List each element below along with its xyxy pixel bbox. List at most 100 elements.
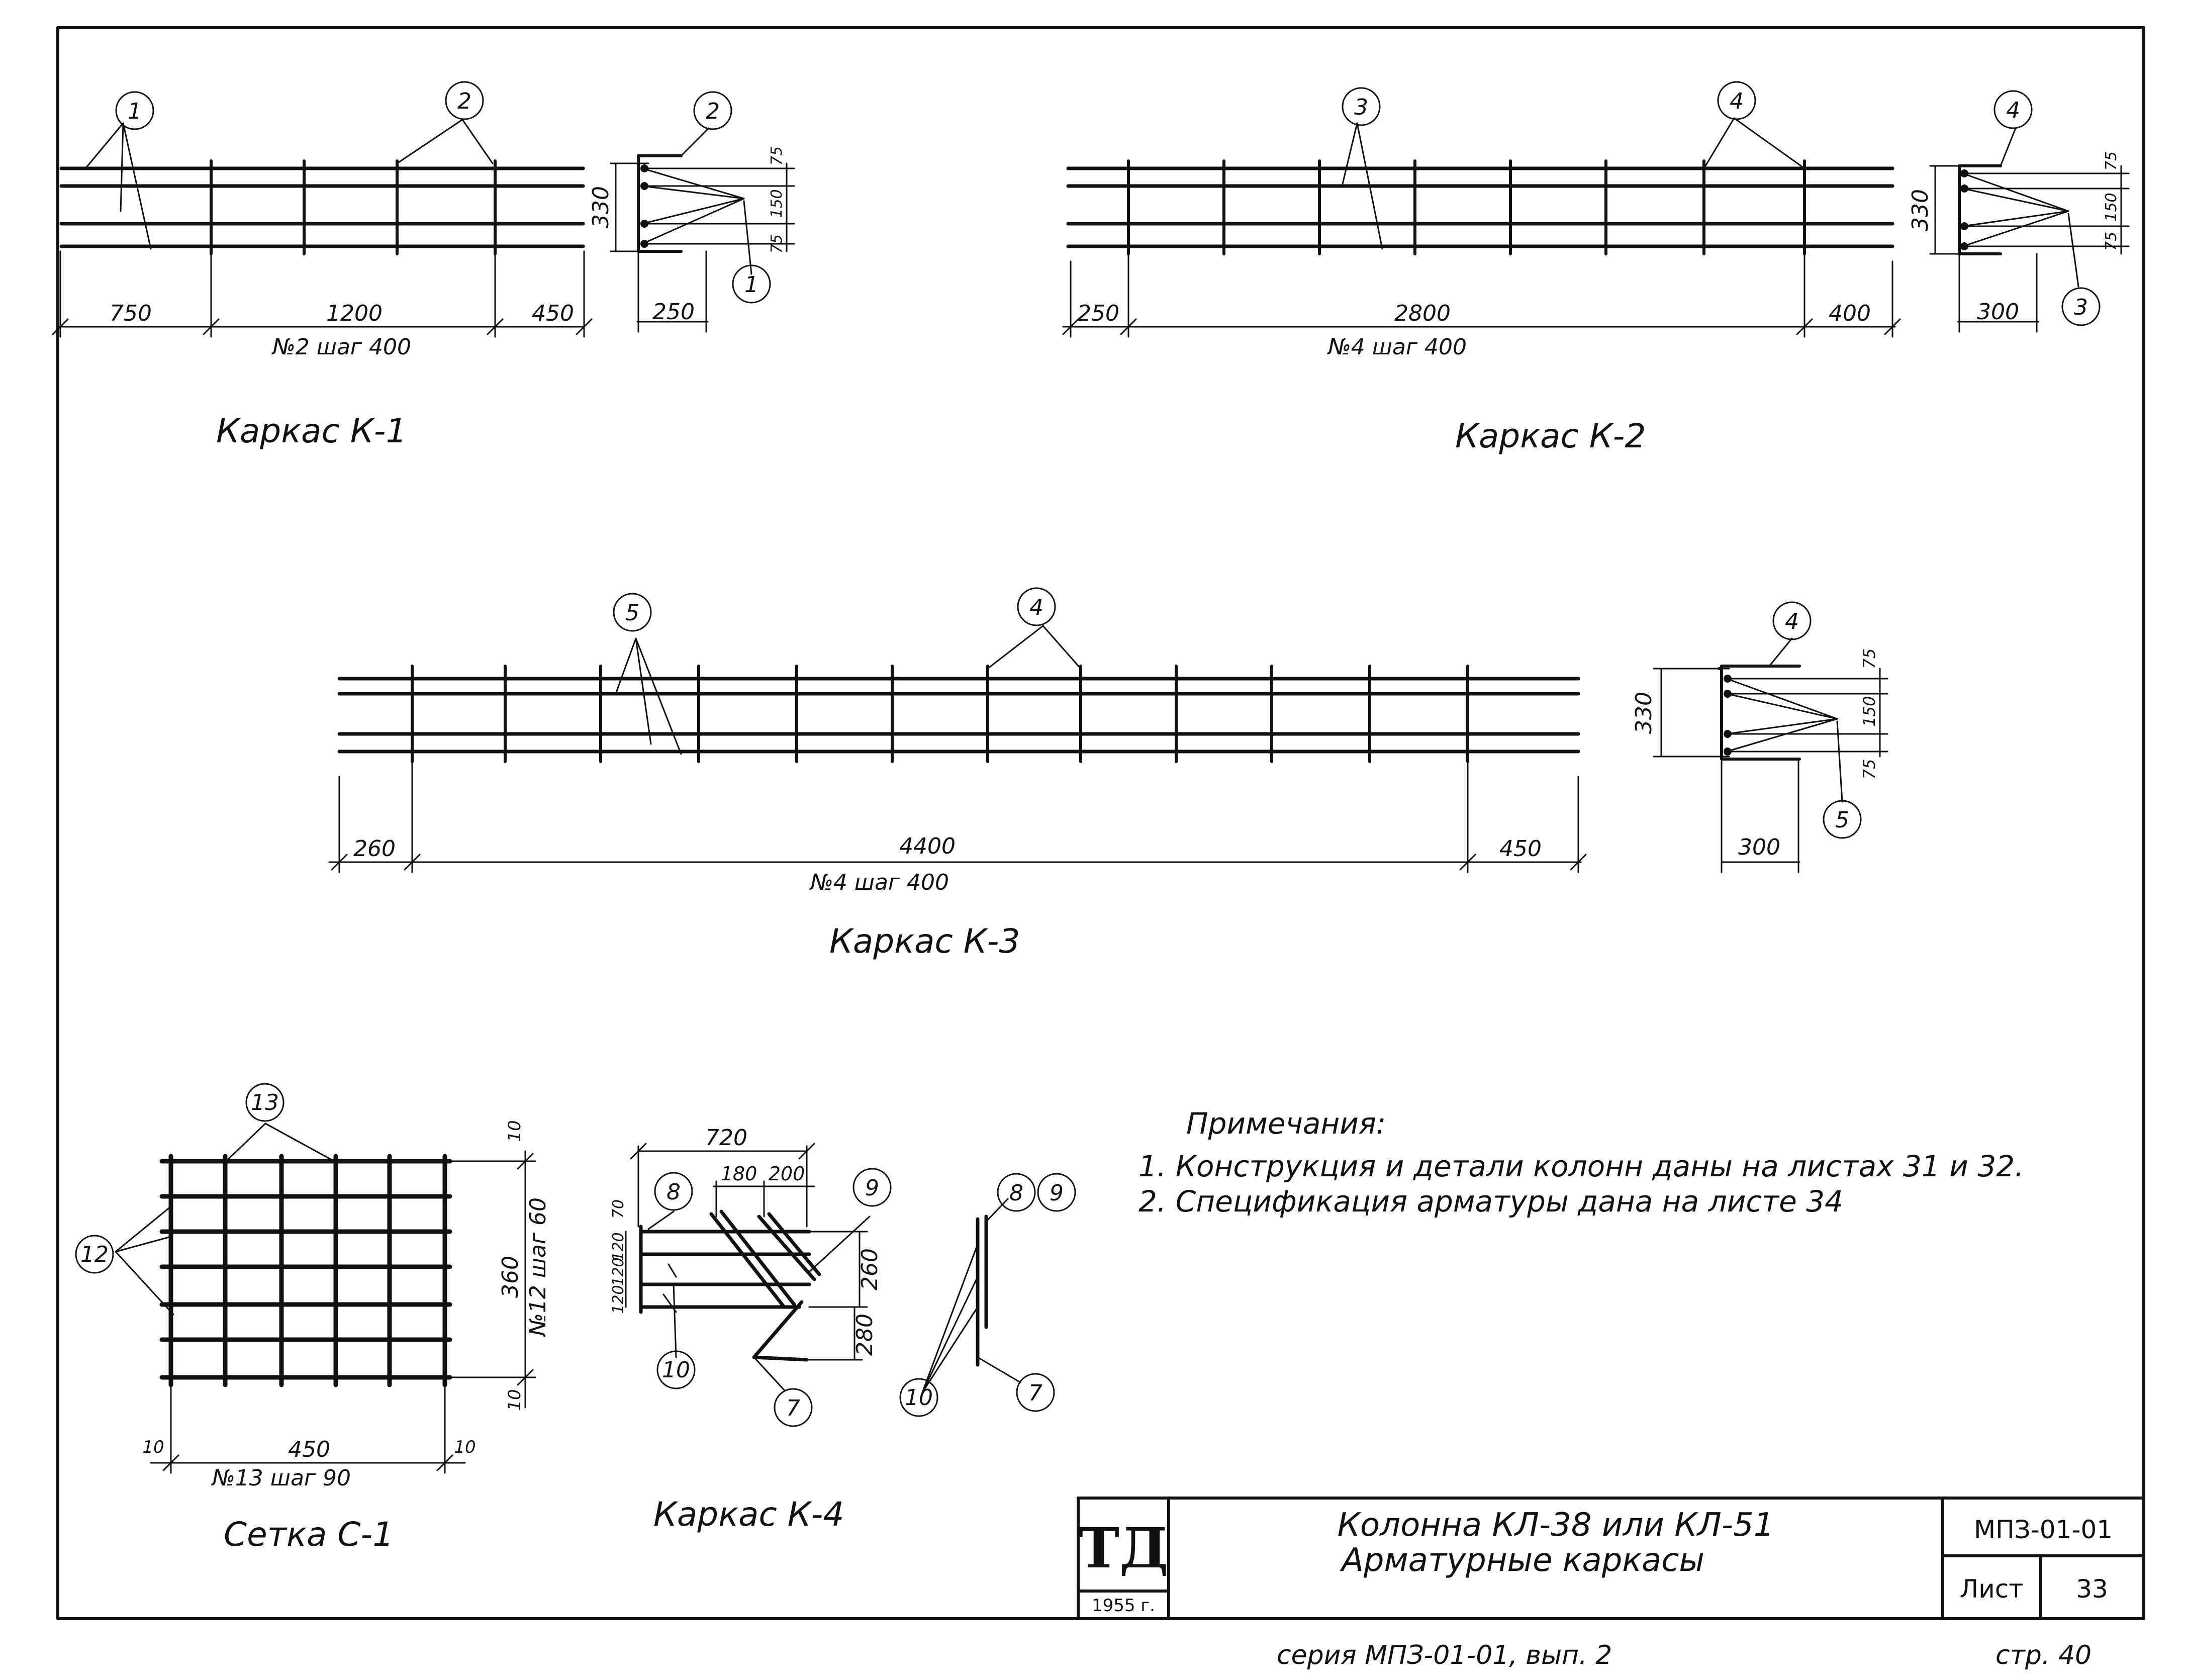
- k3-dim-4400: 4400: [899, 833, 956, 859]
- k3-dim-150: 150: [1860, 696, 1879, 726]
- svg-text:9: 9: [865, 1175, 879, 1201]
- svg-text:12: 12: [80, 1242, 109, 1267]
- k1-dim-330: 330: [588, 186, 614, 228]
- k4-dim-120b: 120: [610, 1257, 627, 1286]
- mark-3: 3: [2061, 287, 2101, 326]
- k1-dim-75b: 75: [768, 234, 786, 253]
- frame-k1: 750 1200 450 №2 шаг 400 330 250 75 150 7…: [52, 119, 795, 360]
- c1-dim-10-right: 10: [454, 1437, 476, 1457]
- year-label: 1955 г.: [1092, 1596, 1155, 1616]
- k3-dim-330: 330: [1631, 692, 1657, 734]
- mark-2: 2: [693, 91, 732, 130]
- k1-dimension-lines: [52, 165, 593, 338]
- position-marks: 1 2 2 1 3 4 4 3 5 4 4 5 13 12 8 9 10 7 8…: [75, 81, 2101, 1427]
- mark-1: 1: [732, 264, 771, 304]
- frame-k3: 260 4400 450 №4 шаг 400 330 300 75 150 7…: [328, 625, 1888, 895]
- c1-dim-450: 450: [288, 1437, 330, 1462]
- caption-k1: Каркас К-1: [216, 412, 407, 450]
- svg-text:4: 4: [1029, 595, 1043, 620]
- k3-longitudinal-bars: [337, 677, 1580, 754]
- k2-dim-75a: 75: [2103, 151, 2120, 170]
- k3-spec: №4 шаг 400: [809, 870, 949, 895]
- svg-text:10: 10: [662, 1357, 690, 1383]
- mark-7: 7: [774, 1388, 813, 1427]
- c1-spec-x: №13 шаг 90: [211, 1465, 351, 1491]
- k4-dim-120a: 120: [610, 1232, 627, 1261]
- mark-1: 1: [115, 91, 154, 130]
- caption-k2: Каркас К-2: [1455, 417, 1646, 455]
- mark-4: 4: [1993, 90, 2033, 129]
- k4-dim-280: 280: [852, 1314, 878, 1356]
- mark-3: 3: [1342, 87, 1381, 126]
- k2-dim-2800: 2800: [1394, 301, 1451, 326]
- mark-5: 5: [613, 593, 652, 632]
- c1-mesh-grid: [159, 1154, 452, 1387]
- svg-text:5: 5: [1835, 807, 1849, 833]
- k2-dim-400: 400: [1829, 301, 1871, 326]
- k2-longitudinal-bars: [1066, 166, 1894, 248]
- publisher-logo: ТД: [1078, 1516, 1169, 1580]
- footer-page: стр. 40: [1996, 1640, 2092, 1670]
- sheet-number: 33: [2076, 1574, 2108, 1604]
- svg-text:2: 2: [457, 88, 471, 114]
- k1-dim-150: 150: [768, 189, 786, 218]
- mark-5: 5: [1823, 800, 1862, 839]
- k2-leaders: [1341, 117, 1806, 250]
- k3-section-dots: [1724, 675, 1732, 756]
- k1-dim-250: 250: [652, 299, 695, 325]
- svg-text:2: 2: [706, 99, 720, 124]
- svg-text:7: 7: [786, 1395, 800, 1421]
- series-code: МПЗ-01-01: [1974, 1515, 2113, 1544]
- svg-text:8: 8: [1009, 1180, 1023, 1206]
- k2-section-lines: [1929, 127, 2130, 333]
- c1-dim-360: 360: [498, 1256, 523, 1298]
- mark-4: 4: [1717, 81, 1756, 120]
- k1-longitudinal-bars: [59, 166, 585, 248]
- caption-k4: Каркас К-4: [653, 1495, 844, 1534]
- k3-dim-260: 260: [353, 836, 396, 862]
- k3-dim-75a: 75: [1860, 648, 1879, 669]
- k4-dim-120c: 120: [610, 1285, 627, 1314]
- frame-k4: 720 180 200 70 120 120 120 260 280: [610, 1125, 1021, 1393]
- title-block: ТД 1955 г. Колонна КЛ-38 или КЛ-51 Армат…: [1077, 1497, 2145, 1620]
- k4-dim-180: 180: [721, 1163, 757, 1185]
- k1-dim-75a: 75: [768, 146, 786, 165]
- k4-side-view: [976, 1215, 988, 1367]
- k2-spec: №4 шаг 400: [1326, 334, 1467, 360]
- c1-dim-10-bottom: 10: [505, 1389, 525, 1411]
- k1-section-dots: [640, 164, 648, 248]
- mark-12: 12: [75, 1235, 114, 1274]
- k4-side-leaders: [921, 1198, 1021, 1393]
- k3-dim-75b: 75: [1860, 759, 1879, 780]
- k3-transverse-bars: [411, 665, 1469, 763]
- k1-section: [637, 154, 683, 253]
- footer-series: серия МПЗ-01-01, вып. 2: [1277, 1640, 1612, 1670]
- title-line-1: Колонна КЛ-38 или КЛ-51: [1338, 1507, 1774, 1544]
- k2-dim-330: 330: [1908, 189, 1933, 231]
- k1-dim-1200: 1200: [326, 301, 383, 326]
- k3-dimension-lines: [328, 758, 1587, 873]
- c1-leaders: [115, 1123, 335, 1316]
- mark-10: 10: [656, 1350, 696, 1389]
- title-line-2: Арматурные каркасы: [1340, 1542, 1704, 1579]
- k3-leaders: [615, 625, 1082, 755]
- svg-text:3: 3: [1354, 95, 1368, 120]
- k1-section-lines: [610, 127, 795, 333]
- svg-text:8: 8: [667, 1179, 681, 1205]
- notes-heading: Примечания:: [1186, 1106, 1386, 1141]
- k3-section-lines: [1653, 637, 1888, 873]
- mark-8: 8: [997, 1173, 1036, 1212]
- note-1: 1. Конструкция и детали колонн даны на л…: [1138, 1149, 2024, 1183]
- k2-section: [1958, 164, 2002, 255]
- frame-k2: 250 2800 400 №4 шаг 400 330 300 75 150 7…: [1062, 117, 2130, 360]
- k4-dim-260: 260: [857, 1248, 883, 1290]
- c1-dim-10-left: 10: [142, 1437, 164, 1457]
- svg-text:4: 4: [2006, 98, 2020, 123]
- svg-text:13: 13: [251, 1090, 279, 1115]
- svg-text:3: 3: [2074, 295, 2088, 320]
- mesh-c1: 450 №13 шаг 90 360 №12 шаг 60 10 10 10 1…: [115, 1120, 551, 1491]
- svg-text:5: 5: [625, 600, 639, 626]
- c1-dim-10-top: 10: [505, 1120, 525, 1142]
- mark-10: 10: [899, 1378, 938, 1417]
